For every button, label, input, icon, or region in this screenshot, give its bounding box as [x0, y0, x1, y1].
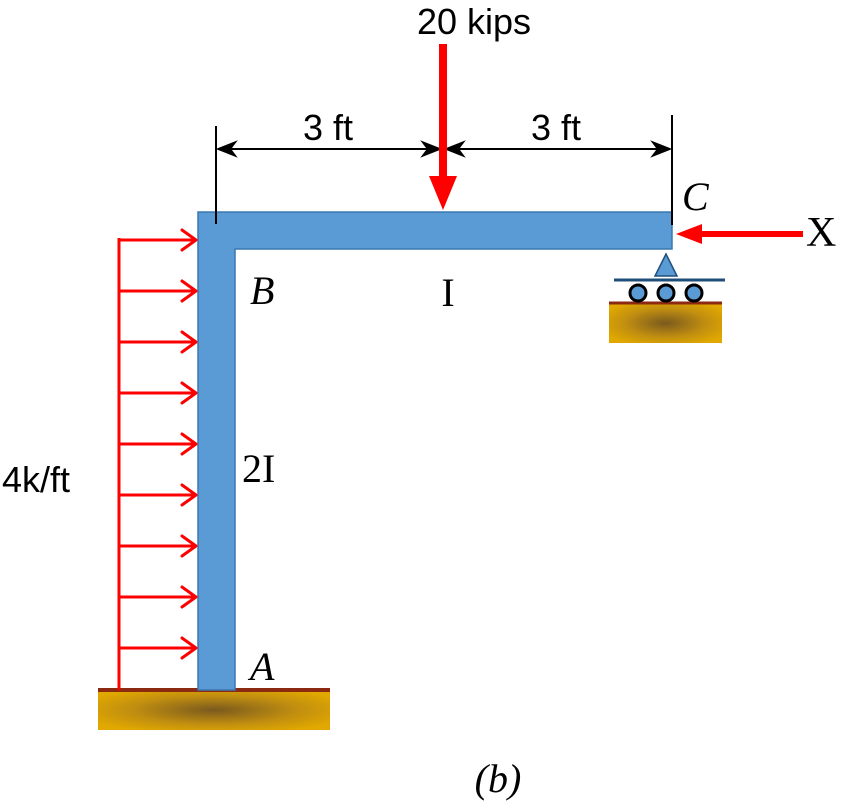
distributed-load — [117, 228, 198, 690]
distributed-load-arrow — [119, 381, 198, 405]
distributed-load-arrow — [119, 636, 198, 660]
distributed-load-arrow — [119, 432, 198, 456]
point-load-20-kips — [429, 44, 457, 210]
distributed-load-label: 4k/ft — [2, 459, 70, 500]
node-a-label: A — [247, 644, 275, 689]
dimension-lines — [215, 115, 673, 225]
roller-wheel-1 — [628, 283, 648, 303]
distributed-load-arrow — [119, 228, 198, 252]
redundant-label: X — [806, 210, 836, 256]
distributed-load-arrow — [119, 534, 198, 558]
redundant-load-x — [676, 224, 803, 244]
distributed-load-arrow — [119, 279, 198, 303]
roller-pin — [653, 252, 679, 277]
roller-wheel-2 — [656, 283, 676, 303]
figure-caption: (b) — [475, 756, 522, 801]
distributed-load-arrow — [119, 585, 198, 609]
dim-label-left: 3 ft — [303, 107, 353, 148]
member-ab-inertia: 2I — [242, 446, 275, 491]
roller-support-c — [609, 252, 725, 343]
dim-label-right: 3 ft — [531, 107, 581, 148]
distributed-load-arrow — [119, 483, 198, 507]
node-c-label: C — [682, 174, 710, 219]
redundant-load-head — [676, 224, 702, 244]
point-load-head — [429, 176, 457, 210]
ground-block-a — [98, 690, 330, 730]
roller-wheel-3 — [684, 283, 704, 303]
point-load-label: 20 kips — [417, 1, 531, 42]
node-b-label: B — [250, 268, 274, 313]
member-bc-inertia: I — [441, 270, 454, 315]
ground-block-c — [609, 303, 722, 343]
distributed-load-arrow — [119, 330, 198, 354]
fixed-support-a — [98, 688, 330, 730]
